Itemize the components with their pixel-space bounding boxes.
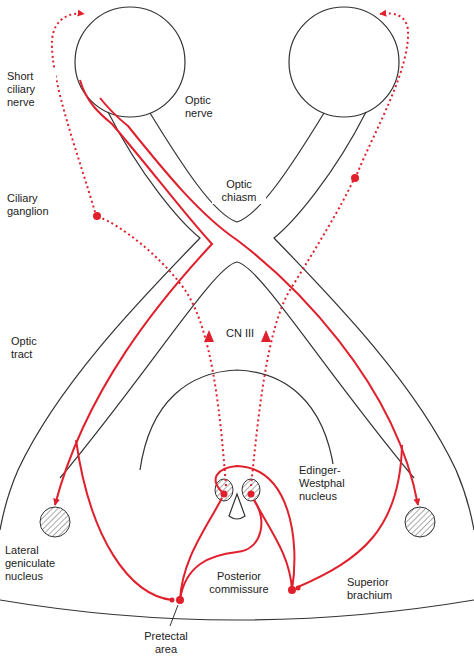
- synapse: [170, 598, 175, 603]
- part-label: Ciliary ganglion: [6, 192, 66, 218]
- ganglion-cell: [93, 212, 101, 220]
- right-short-ciliary: [357, 13, 408, 174]
- outer-right-edge: [274, 112, 474, 530]
- pretectal-cell: [288, 586, 296, 594]
- afferent-pathway: [55, 80, 418, 600]
- left-eye: [75, 7, 185, 117]
- left-short-ciliary: [52, 14, 95, 212]
- ew-cell: [248, 491, 255, 498]
- left-cn3: [99, 217, 226, 486]
- part-label: Pretectal area: [136, 630, 196, 656]
- arrowhead: [204, 330, 214, 342]
- aqueduct: [229, 494, 245, 519]
- temporal-fibres: [55, 80, 212, 505]
- synapse-dots: [93, 174, 359, 604]
- part-label: Lateral geniculate nucleus: [4, 544, 68, 583]
- part-label: Optic nerve: [184, 94, 226, 120]
- synapse: [296, 586, 301, 591]
- part-label: Optic chiasm: [212, 178, 266, 204]
- right-eye: [289, 7, 399, 117]
- part-label: Posterior commissure: [200, 570, 278, 596]
- pretectal-cell: [176, 596, 184, 604]
- leader-line: [170, 605, 178, 626]
- part-label: Short ciliary nerve: [6, 70, 56, 109]
- midbrain-outline: [140, 370, 334, 470]
- right-brachium: [298, 445, 402, 587]
- left-ew-nucleus: [215, 479, 233, 501]
- right-lgn: [405, 507, 435, 537]
- right-ew-nucleus: [242, 479, 260, 501]
- part-label: Superior brachium: [346, 576, 410, 602]
- part-label: CN III: [222, 327, 258, 340]
- chiasm-top-notch: [150, 113, 324, 222]
- arrowhead: [261, 330, 271, 342]
- left-brachium: [76, 440, 172, 600]
- part-label: Edinger-Westphal nucleus: [298, 464, 364, 503]
- outer-left-edge: [0, 112, 200, 530]
- ew-cell: [221, 491, 228, 498]
- efferent-pathway: [52, 13, 408, 486]
- part-label: Optic tract: [10, 335, 58, 361]
- nasal-fibres: [100, 98, 418, 505]
- right-cn3: [251, 181, 353, 486]
- midbrain-lower-edge: [0, 600, 474, 620]
- left-lgn: [40, 507, 70, 537]
- brain-outline: [0, 7, 474, 620]
